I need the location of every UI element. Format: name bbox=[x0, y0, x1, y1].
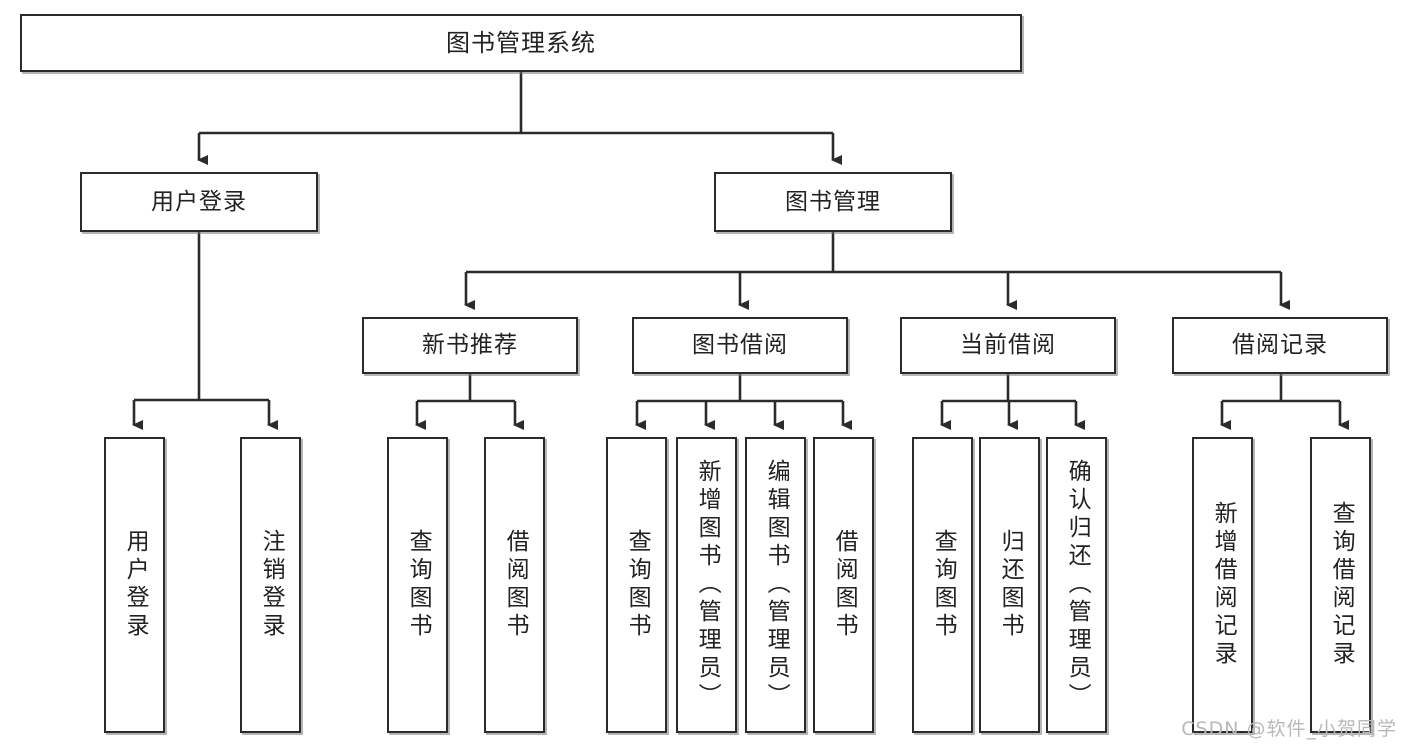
node-leaf-borrow-book-2[interactable]: 借阅图书 bbox=[813, 437, 874, 733]
node-leaf-edit-book[interactable]: 编辑图书（管理员） bbox=[745, 437, 806, 733]
node-user-login-label: 用户登录 bbox=[151, 188, 247, 215]
node-leaf-query-book-1-label: 查询图书 bbox=[405, 529, 432, 641]
node-leaf-borrow-book-1-label: 借阅图书 bbox=[502, 529, 529, 641]
node-user-login[interactable]: 用户登录 bbox=[80, 172, 318, 232]
node-book-manage-label: 图书管理 bbox=[785, 188, 881, 215]
node-root[interactable]: 图书管理系统 bbox=[20, 14, 1022, 72]
node-borrow-record[interactable]: 借阅记录 bbox=[1172, 317, 1388, 374]
node-leaf-confirm-return[interactable]: 确认归还（管理员） bbox=[1046, 437, 1107, 733]
node-leaf-query-book-1[interactable]: 查询图书 bbox=[387, 437, 448, 733]
node-leaf-add-book-label: 新增图书（管理员） bbox=[694, 459, 721, 711]
node-leaf-add-book[interactable]: 新增图书（管理员） bbox=[676, 437, 737, 733]
csdn-watermark: CSDN @软件_小贺同学 bbox=[1181, 718, 1397, 740]
node-leaf-logout-label: 注销登录 bbox=[258, 529, 285, 641]
node-leaf-user-login-label: 用户登录 bbox=[122, 529, 149, 641]
node-leaf-add-record[interactable]: 新增借阅记录 bbox=[1192, 437, 1253, 733]
node-leaf-borrow-book-1[interactable]: 借阅图书 bbox=[484, 437, 545, 733]
node-leaf-query-book-3[interactable]: 查询图书 bbox=[912, 437, 973, 733]
node-new-book-rec[interactable]: 新书推荐 bbox=[362, 317, 578, 374]
node-leaf-query-record[interactable]: 查询借阅记录 bbox=[1310, 437, 1371, 733]
node-root-label: 图书管理系统 bbox=[446, 29, 596, 57]
node-book-borrow-label: 图书借阅 bbox=[692, 332, 788, 359]
node-leaf-user-login[interactable]: 用户登录 bbox=[104, 437, 165, 733]
node-new-book-rec-label: 新书推荐 bbox=[422, 332, 518, 359]
node-leaf-logout[interactable]: 注销登录 bbox=[240, 437, 301, 733]
node-leaf-query-book-2[interactable]: 查询图书 bbox=[606, 437, 667, 733]
node-current-borrow-label: 当前借阅 bbox=[960, 332, 1056, 359]
node-current-borrow[interactable]: 当前借阅 bbox=[900, 317, 1116, 374]
node-leaf-query-book-2-label: 查询图书 bbox=[624, 529, 651, 641]
node-leaf-borrow-book-2-label: 借阅图书 bbox=[831, 529, 858, 641]
node-borrow-record-label: 借阅记录 bbox=[1232, 332, 1328, 359]
node-book-borrow[interactable]: 图书借阅 bbox=[632, 317, 848, 374]
node-leaf-add-record-label: 新增借阅记录 bbox=[1210, 501, 1237, 669]
node-leaf-edit-book-label: 编辑图书（管理员） bbox=[763, 459, 790, 711]
node-leaf-return-book[interactable]: 归还图书 bbox=[979, 437, 1040, 733]
node-leaf-confirm-return-label: 确认归还（管理员） bbox=[1064, 459, 1091, 711]
node-leaf-query-record-label: 查询借阅记录 bbox=[1328, 501, 1355, 669]
node-leaf-query-book-3-label: 查询图书 bbox=[930, 529, 957, 641]
node-book-manage[interactable]: 图书管理 bbox=[714, 172, 952, 232]
node-leaf-return-book-label: 归还图书 bbox=[997, 529, 1024, 641]
